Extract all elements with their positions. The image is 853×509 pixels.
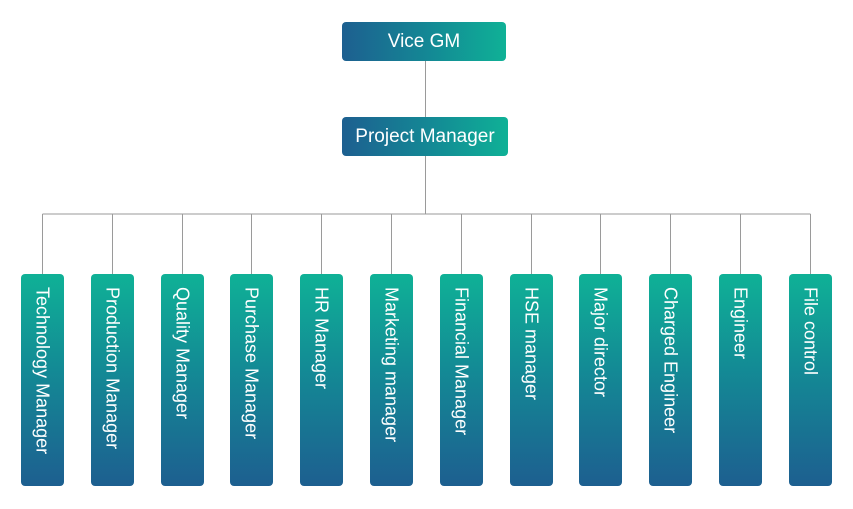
node-charged-engineer-label: Charged Engineer (660, 287, 681, 434)
node-engineer: Engineer (719, 274, 762, 486)
node-purchase-manager-label: Purchase Manager (241, 287, 262, 440)
node-technology-manager: Technology Manager (21, 274, 64, 486)
node-file-control-label: File control (800, 287, 821, 376)
node-hr-manager-label: HR Manager (311, 287, 332, 390)
node-technology-manager-label: Technology Manager (32, 287, 53, 455)
node-hse-manager-label: HSE manager (521, 287, 542, 401)
node-marketing-manager-label: Marketing manager (381, 287, 402, 443)
node-production-manager-label: Production Manager (102, 287, 123, 450)
node-quality-manager: Quality Manager (161, 274, 204, 486)
node-file-control: File control (789, 274, 832, 486)
node-production-manager: Production Manager (91, 274, 134, 486)
node-hse-manager: HSE manager (510, 274, 553, 486)
node-project-manager: Project Manager (342, 117, 508, 156)
node-financial-manager: Financial Manager (440, 274, 483, 486)
node-quality-manager-label: Quality Manager (172, 287, 193, 420)
node-financial-manager-label: Financial Manager (451, 287, 472, 436)
node-vice-gm: Vice GM (342, 22, 506, 61)
node-major-director-label: Major director (590, 287, 611, 398)
node-purchase-manager: Purchase Manager (230, 274, 273, 486)
node-vice-gm-label: Vice GM (387, 30, 461, 52)
node-engineer-label: Engineer (730, 287, 751, 360)
node-hr-manager: HR Manager (300, 274, 343, 486)
node-charged-engineer: Charged Engineer (649, 274, 692, 486)
node-project-manager-label: Project Manager (355, 125, 495, 147)
node-major-director: Major director (579, 274, 622, 486)
node-marketing-manager: Marketing manager (370, 274, 413, 486)
